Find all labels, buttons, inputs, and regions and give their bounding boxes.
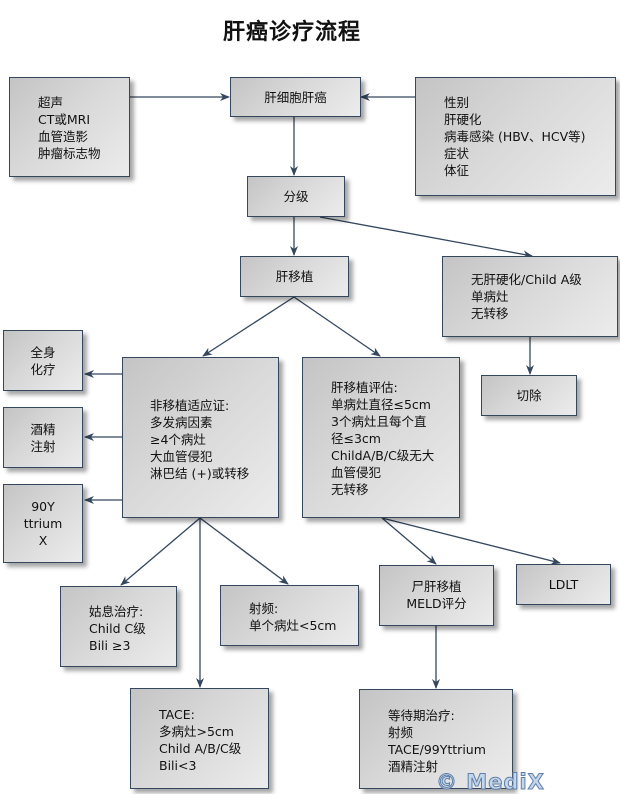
node-rfa: 射频: 单个病灶<5cm (220, 585, 359, 646)
arrow-transplant-to-non-transplant (202, 296, 295, 357)
node-yttrium: 90Y ttrium X (3, 484, 83, 563)
node-palliative: 姑息治疗: Child C级 Bili ≥3 (60, 586, 177, 667)
node-systemic-chemo-text: 全身 化疗 (30, 345, 56, 377)
node-diagnostics-text: 超声 CT或MRI 血管造影 肿瘤标志物 (38, 95, 101, 161)
node-tace-text: TACE: 多病灶>5cm Child A/B/C级 Bili<3 (159, 707, 242, 773)
arrow-grading-to-resection-criteria (319, 216, 533, 259)
node-risk-factors-text: 性别 肝硬化 病毒感染 (HBV、HCV等) 症状 体征 (444, 95, 586, 178)
arrow-to-rfa (199, 517, 289, 585)
node-transplant-eval-text: 肝移植评估: 单病灶直径≤5cm 3个病灶且每个直 径≤3cm ChildA/B… (331, 380, 435, 497)
node-waiting-therapy: 等待期治疗: 射频 TACE/99Yttrium 酒精注射 (359, 689, 513, 789)
node-tace: TACE: 多病灶>5cm Child A/B/C级 Bili<3 (130, 688, 269, 789)
node-non-transplant-text: 非移植适应证: 多发病因素 ≥4个病灶 大血管侵犯 淋巴结 (+)或转移 (150, 398, 250, 481)
watermark: © MediX (436, 770, 545, 794)
node-ethanol-injection: 酒精 注射 (3, 407, 83, 468)
node-hcc: 肝细胞肝癌 (230, 77, 361, 117)
node-grading: 分级 (247, 176, 345, 217)
node-non-transplant: 非移植适应证: 多发病因素 ≥4个病灶 大血管侵犯 淋巴结 (+)或转移 (122, 357, 279, 518)
node-diagnostics: 超声 CT或MRI 血管造影 肿瘤标志物 (9, 77, 130, 177)
arrow-eval-to-ldlt (381, 517, 561, 565)
arrow-to-palliative (120, 517, 201, 586)
node-resection-criteria: 无肝硬化/Child A级 单病灶 无转移 (442, 256, 618, 337)
node-systemic-chemo: 全身 化疗 (3, 330, 83, 391)
node-resection-text: 切除 (516, 388, 542, 403)
node-ldlt: LDLT (516, 564, 611, 605)
node-hcc-text: 肝细胞肝癌 (264, 90, 327, 105)
node-resection-criteria-text: 无肝硬化/Child A级 单病灶 无转移 (471, 272, 582, 321)
node-ethanol-injection-text: 酒精 注射 (30, 422, 56, 454)
node-transplant: 肝移植 (240, 256, 349, 297)
node-ldlt-text: LDLT (548, 577, 579, 592)
node-risk-factors: 性别 肝硬化 病毒感染 (HBV、HCV等) 症状 体征 (415, 77, 616, 196)
node-grading-text: 分级 (283, 189, 309, 204)
node-cadaveric-transplant: 尸肝移植 MELD评分 (379, 565, 494, 626)
node-palliative-text: 姑息治疗: Child C级 Bili ≥3 (89, 604, 146, 653)
diagram-title: 肝癌诊疗流程 (222, 20, 361, 45)
node-yttrium-text: 90Y ttrium X (23, 499, 63, 548)
arrow-eval-to-cadaveric (381, 517, 437, 565)
arrow-transplant-to-eval (293, 296, 381, 357)
node-resection: 切除 (481, 375, 577, 416)
node-waiting-therapy-text: 等待期治疗: 射频 TACE/99Yttrium 酒精注射 (388, 708, 486, 774)
node-rfa-text: 射频: 单个病灶<5cm (249, 601, 337, 633)
node-transplant-eval: 肝移植评估: 单病灶直径≤5cm 3个病灶且每个直 径≤3cm ChildA/B… (302, 357, 460, 518)
node-transplant-text: 肝移植 (275, 269, 314, 284)
node-cadaveric-transplant-text: 尸肝移植 MELD评分 (406, 579, 467, 611)
